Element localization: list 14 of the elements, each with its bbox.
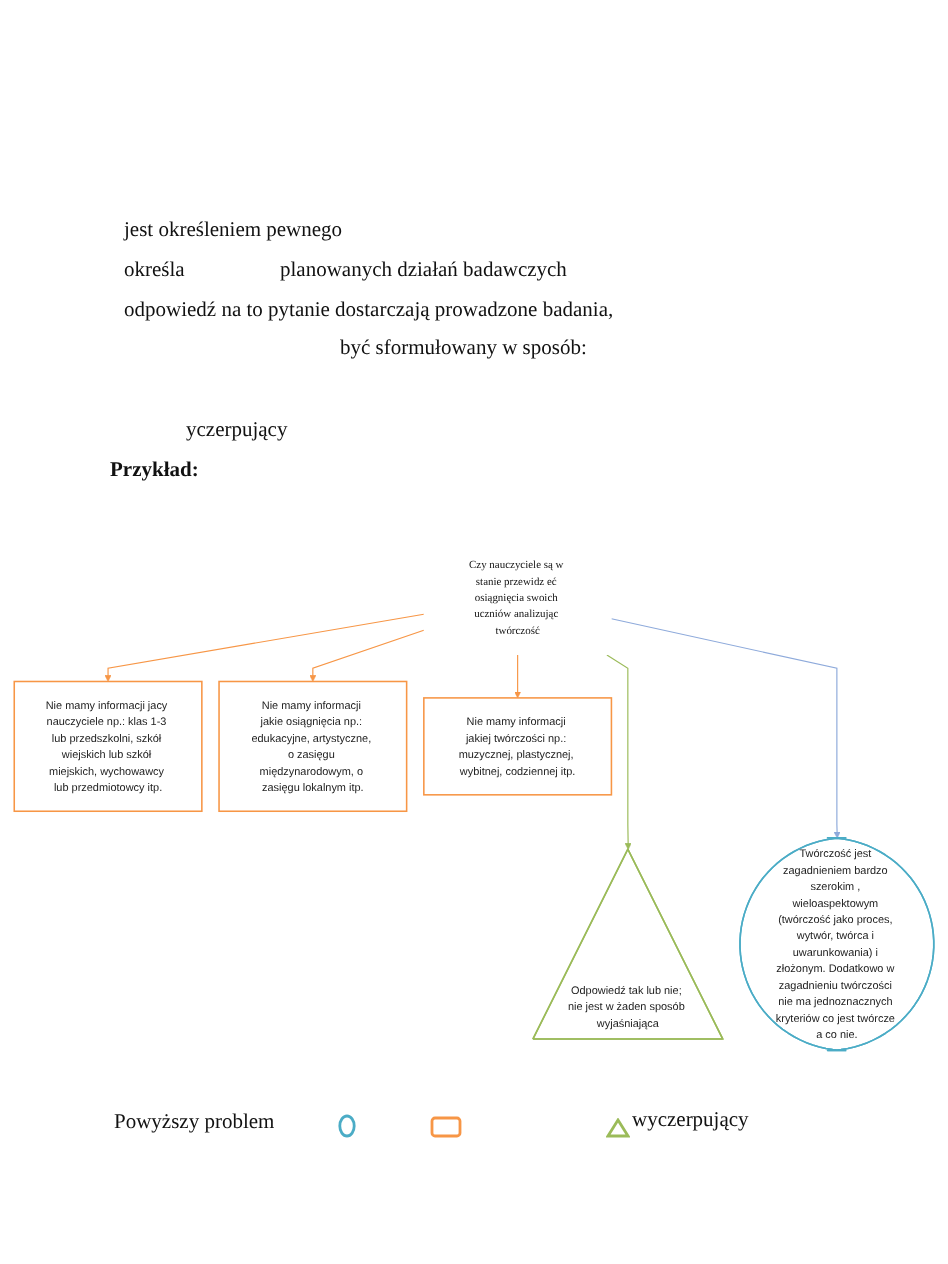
text-line: określa (124, 260, 185, 282)
heading: Przykład: (110, 460, 199, 482)
text-line: jest określeniem pewnego (124, 220, 343, 242)
text-line: yczerpujący (186, 420, 288, 442)
text-line: Powyższy problem (114, 1112, 275, 1134)
text-line: odpowiedź na to pytanie dostarczają prowadzone badania, (124, 300, 614, 322)
arrow (606, 654, 632, 850)
arrow (104, 613, 425, 682)
text-line: planowanych działań badawczych (280, 260, 567, 282)
text-line: być sformułowany w sposób: (340, 338, 587, 360)
arrow (610, 618, 841, 839)
arrow (309, 629, 425, 682)
arrow (514, 654, 522, 699)
legend-text: wyczerpujący (632, 1110, 749, 1132)
